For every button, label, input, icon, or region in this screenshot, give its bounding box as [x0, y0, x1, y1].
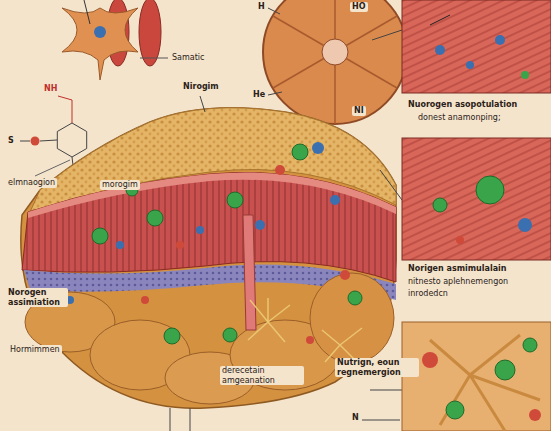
red-ball — [456, 236, 464, 244]
part-label: Norigen asmimulalain — [408, 264, 548, 274]
leader-line — [200, 96, 205, 112]
blue-ball — [255, 220, 265, 230]
red-ball — [176, 241, 184, 249]
blue-ball — [518, 218, 532, 232]
organ-disc — [263, 0, 407, 124]
green-ball — [348, 291, 362, 305]
part-label: Nirogim — [183, 82, 219, 92]
bond — [20, 141, 30, 142]
green-ball — [476, 176, 504, 204]
green-ball — [223, 328, 237, 342]
vessel — [243, 215, 256, 330]
part-label: Nuorogen asopotulation — [408, 100, 548, 110]
part-label: NI — [352, 106, 366, 116]
part-label: inrodedcn — [408, 289, 548, 299]
part-label: Samatic — [172, 53, 204, 63]
part-label: Hormimmen — [8, 345, 62, 355]
leader-line — [190, 408, 191, 431]
inset-panel — [402, 0, 551, 93]
leader-line — [380, 170, 402, 200]
nucleus — [94, 26, 106, 38]
muscle-layer — [22, 172, 396, 282]
ring — [57, 123, 86, 157]
part-label: N — [352, 413, 359, 423]
red-ball — [306, 336, 314, 344]
red-ball — [422, 352, 438, 368]
green-ball — [523, 338, 537, 352]
part-label: morogim — [100, 180, 140, 190]
nerve-branch — [248, 298, 290, 342]
blue-ball — [312, 142, 324, 154]
bond — [58, 96, 72, 100]
part-label: nitnesto aplehnemengon — [408, 277, 548, 287]
blue-ball — [196, 226, 204, 234]
blue-ball — [435, 45, 445, 55]
arrow-mark — [430, 15, 450, 25]
green-ball — [92, 228, 108, 244]
round-organ — [263, 0, 407, 124]
blue-ball — [330, 195, 340, 205]
part-label: He — [253, 90, 265, 100]
inset-panels — [402, 0, 551, 431]
green-ball — [446, 401, 464, 419]
green-ball — [292, 144, 308, 160]
atom — [31, 137, 40, 146]
cell-body — [62, 8, 138, 80]
part-label: Nutrign, eoun regnemergion — [335, 358, 419, 377]
leader-line — [268, 8, 280, 14]
leader-line — [268, 92, 282, 95]
blue-ball — [495, 35, 505, 45]
lobe — [310, 273, 394, 363]
muscle-oval — [139, 0, 161, 66]
bond — [72, 100, 73, 123]
red-ball — [340, 270, 350, 280]
leader-line — [140, 58, 168, 59]
green-ball — [227, 192, 243, 208]
muscle-figure — [62, 0, 168, 80]
part-label: donest anamonping; — [418, 113, 548, 123]
red-ball — [275, 165, 285, 175]
green-ball — [147, 210, 163, 226]
green-ball — [164, 328, 180, 344]
part-label: derecetain amgeanation — [220, 366, 304, 385]
red-ball — [141, 296, 149, 304]
inset-panel — [402, 138, 551, 260]
leader-line — [170, 408, 171, 431]
leader-line — [370, 390, 402, 391]
green-ball — [521, 71, 529, 79]
red-ball — [529, 409, 541, 421]
part-label: H — [258, 2, 265, 12]
green-ball — [433, 198, 447, 212]
muscle-sheen — [28, 172, 396, 218]
green-ball — [495, 360, 515, 380]
part-label: elmnaogion — [6, 178, 57, 188]
leader-line — [84, 0, 90, 24]
leader-line — [362, 420, 400, 421]
bond — [40, 140, 57, 141]
part-label: S — [8, 136, 14, 146]
segments — [273, 0, 397, 124]
part-label: NH — [44, 84, 57, 94]
nerve-cells — [248, 298, 362, 365]
organ-core — [322, 39, 348, 65]
blue-ball — [466, 61, 474, 69]
part-label: Norogen assimiation — [6, 288, 68, 307]
molecule-balls — [66, 142, 362, 344]
inset-panel — [402, 322, 551, 431]
tissue-block — [21, 96, 402, 431]
nerve-branch — [430, 335, 540, 431]
part-label: HO — [350, 2, 368, 12]
leader-line — [372, 30, 402, 40]
blue-ball — [116, 241, 124, 249]
